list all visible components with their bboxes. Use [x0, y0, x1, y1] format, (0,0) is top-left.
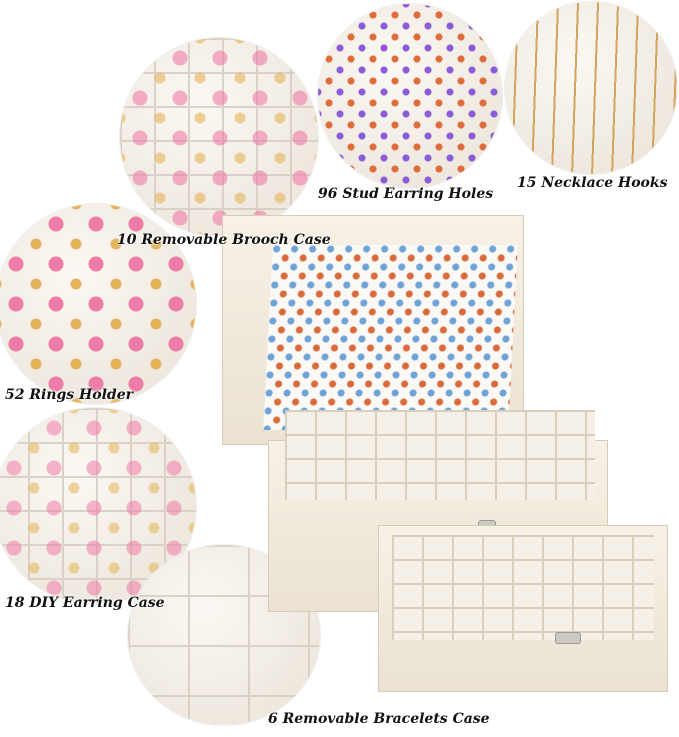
diy-earring-label: 18 DIY Earring Case — [5, 595, 165, 611]
diy-earring-photo — [0, 408, 196, 604]
brooch-case-label: 10 Removable Brooch Case — [117, 232, 331, 248]
bracelet-case-label: 6 Removable Bracelets Case — [268, 711, 490, 727]
rings-holder-photo — [0, 204, 196, 404]
necklace-hooks-photo — [505, 2, 677, 174]
drawer-handle-icon[interactable] — [555, 632, 581, 644]
necklace-hooks-label: 15 Necklace Hooks — [517, 175, 668, 191]
stud-earring-label: 96 Stud Earring Holes — [318, 186, 494, 202]
rings-holder-label: 52 Rings Holder — [5, 387, 133, 403]
brooch-case-photo — [120, 38, 318, 236]
top-tray — [285, 410, 595, 500]
drawer-tray — [392, 535, 654, 640]
stud-earring-photo — [318, 4, 502, 188]
lid-earring-panel — [263, 245, 518, 430]
